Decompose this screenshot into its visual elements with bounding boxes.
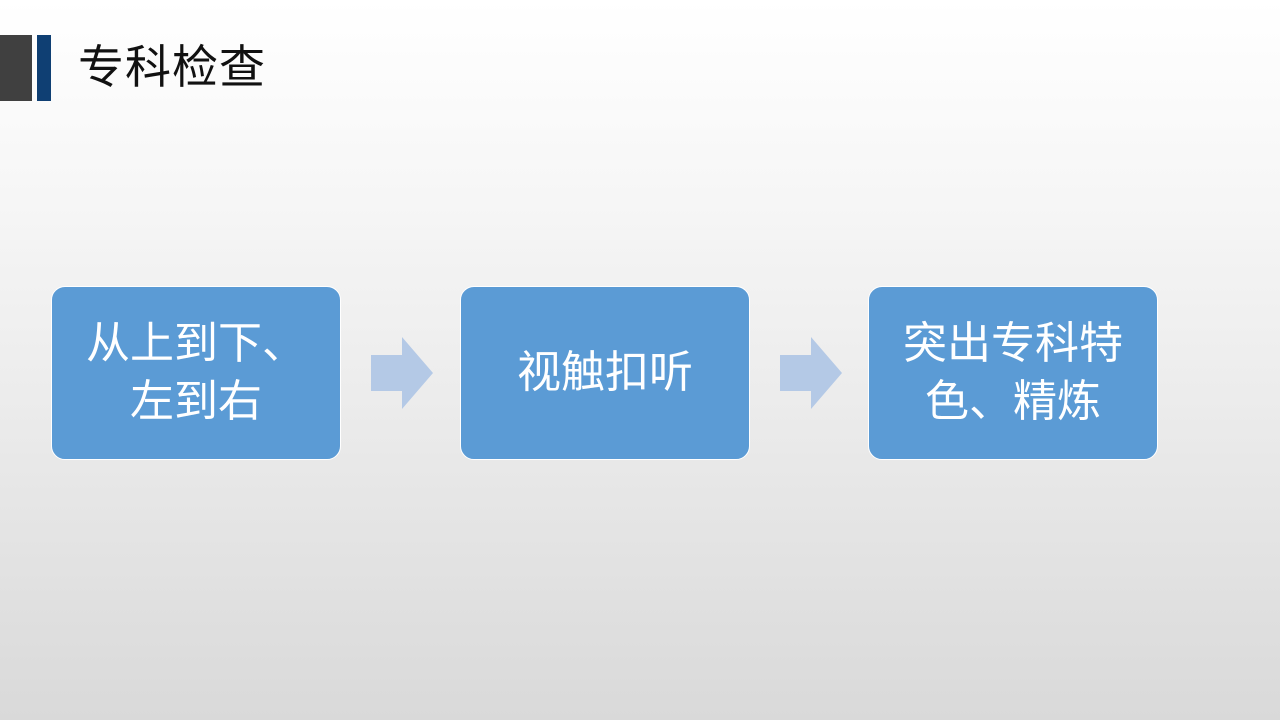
flow-step-3: 突出专科特色、精炼 (868, 286, 1158, 460)
flow-step-3-label: 突出专科特色、精炼 (903, 318, 1123, 427)
title-accent-bar-blue (37, 35, 51, 101)
right-arrow-icon (780, 337, 842, 409)
right-arrow-icon-shape (780, 337, 842, 409)
flow-step-2-label: 视触扣听 (517, 347, 693, 398)
flow-step-1: 从上到下、左到右 (51, 286, 341, 460)
title-accent-bar-dark (0, 35, 32, 101)
flow-step-1-label: 从上到下、左到右 (86, 318, 306, 427)
page-title: 专科检查 (78, 40, 266, 94)
right-arrow-icon (371, 337, 433, 409)
flow-step-2: 视触扣听 (460, 286, 750, 460)
right-arrow-icon-shape (371, 337, 433, 409)
